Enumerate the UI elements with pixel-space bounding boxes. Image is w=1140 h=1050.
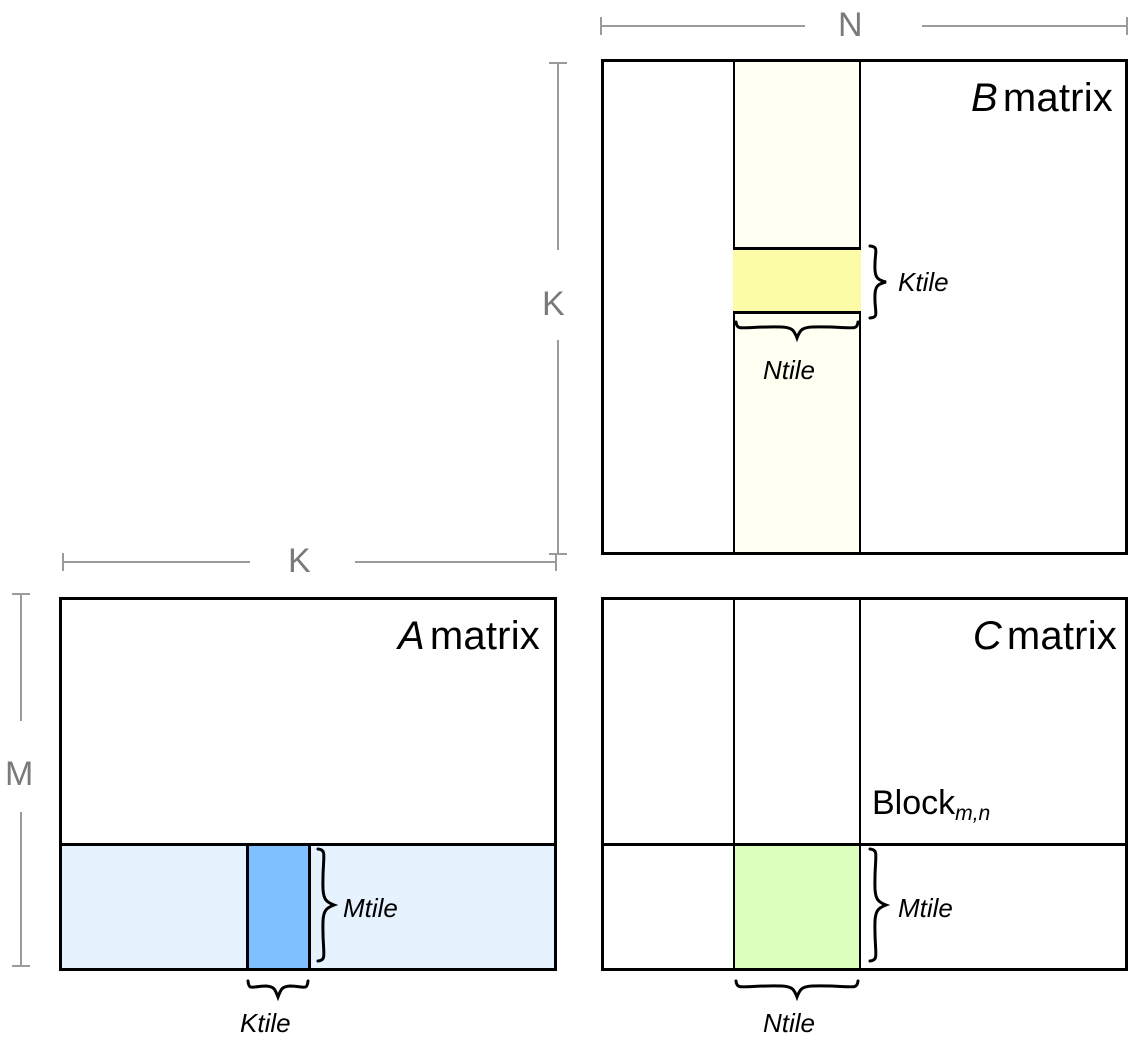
matrix-c-title-letter: C (972, 614, 1002, 658)
matrix-c-ntile-label: Ntile (763, 1008, 816, 1038)
dimension-n-label: N (838, 6, 863, 44)
matrix-a-title-word: matrix (429, 614, 540, 658)
matrix-a-ktile-label: Ktile (240, 1008, 291, 1038)
dimension-m-line-top (20, 593, 22, 721)
dimension-k-horiz-line-left (62, 561, 250, 563)
dimension-k-vertical-label: K (542, 285, 565, 323)
matrix-b-ktile-label: Ktile (898, 267, 949, 297)
dimension-k-vert-line-bottom (557, 340, 559, 555)
matrix-c-tile-edge-left (733, 846, 735, 968)
matrix-c-block-label: Blockm,n (872, 784, 991, 825)
matrix-c-block-label-subscript: m,n (955, 801, 991, 825)
matrix-c-row-separator (604, 843, 1125, 846)
dimension-m-line-bottom (20, 812, 22, 967)
matrix-c-divider-right (859, 600, 861, 846)
dimension-k-vert-cap-bottom (549, 553, 567, 555)
dimension-k-vert-line-top (557, 62, 559, 250)
matrix-c-ntile-brace (734, 977, 861, 1003)
matrix-a-title-letter: A (398, 614, 425, 658)
dimension-n-line-right (922, 25, 1128, 27)
dimension-k-horiz-line-right (355, 561, 557, 563)
matrix-c-tile-edge-right (859, 846, 861, 968)
dimension-m-label: M (5, 755, 34, 793)
matrix-b-ktile-tile (733, 247, 861, 314)
matrix-c-divider-left (733, 600, 735, 846)
dimension-m-cap-bottom (12, 965, 30, 967)
matrix-a-mtile-label: Mtile (343, 893, 398, 923)
matrix-c-title-word: matrix (1006, 614, 1117, 658)
matrix-b-title-letter: B (971, 76, 998, 120)
dimension-k-horizontal-label: K (288, 542, 311, 580)
dimension-k-horiz-cap-right (555, 553, 557, 571)
matrix-a-ktile-brace (246, 977, 312, 1003)
matrix-a-ktile-tile (246, 843, 311, 968)
dimension-n-line-left (600, 25, 805, 27)
matrix-c-mtile-label: Mtile (898, 893, 953, 923)
matrix-b-title-word: matrix (1002, 76, 1113, 120)
matrix-c-block-label-text: Block (872, 784, 956, 822)
matrix-b-ntile-label: Ntile (763, 355, 816, 385)
dimension-n-cap-right (1126, 17, 1128, 35)
matrix-c-tile (733, 846, 861, 968)
